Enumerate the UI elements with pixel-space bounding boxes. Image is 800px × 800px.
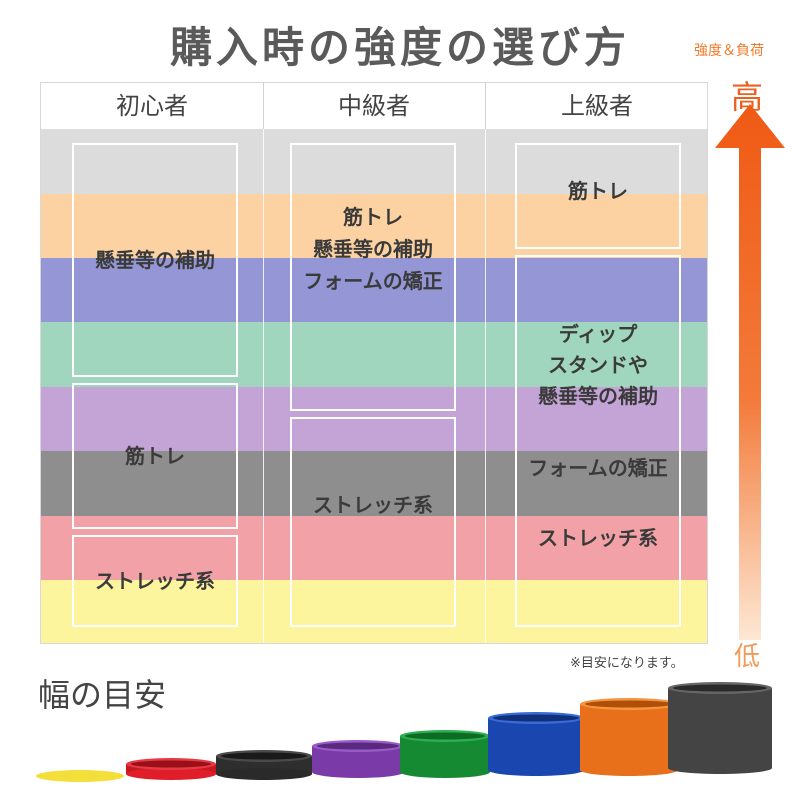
column-header-advanced: 上級者 <box>561 92 633 120</box>
header-divider <box>485 83 486 129</box>
beginner-assist-box: 懸垂等の補助 <box>72 143 238 377</box>
header-divider <box>263 83 264 129</box>
band-black-icon <box>216 750 312 780</box>
advanced-stretch-label: ストレッチ系 <box>538 526 658 550</box>
intermediate-stretch-box: ストレッチ系 <box>290 417 456 627</box>
box-label: 懸垂等の補助 <box>95 248 215 272</box>
band-row-6 <box>41 451 707 516</box>
box-label: スタンドや <box>548 353 648 377</box>
box-label: 懸垂等の補助 <box>538 384 658 408</box>
band-width-illustration <box>36 682 772 782</box>
width-guide-title: 幅の目安 <box>38 676 167 714</box>
intermediate-training-box: 筋トレ 懸垂等の補助 フォームの矯正 <box>290 143 456 411</box>
band-row-8 <box>41 580 707 643</box>
beginner-stretch-box: ストレッチ系 <box>72 535 238 627</box>
low-intensity-label: 低 <box>734 642 761 672</box>
box-label: ディップ <box>558 322 638 346</box>
beginner-training-box: 筋トレ <box>72 383 238 529</box>
column-header-intermediate: 中級者 <box>338 92 410 120</box>
table-header-row: 初心者 中級者 上級者 <box>41 83 707 130</box>
band-red-icon <box>126 758 216 780</box>
note-text: ※目安になります。 <box>570 656 684 671</box>
band-row-1 <box>41 129 707 194</box>
page-title: 購入時の強度の選び方 <box>169 23 630 72</box>
intensity-arrow-icon <box>715 104 785 640</box>
advanced-assist-label: ディップ スタンドや 懸垂等の補助 <box>515 319 681 412</box>
box-label: ストレッチ系 <box>95 569 215 593</box>
band-dark-grey-icon <box>668 682 772 774</box>
box-label: 筋トレ <box>125 444 185 468</box>
band-yellow-icon <box>36 770 124 782</box>
band-blue-icon <box>488 712 584 776</box>
box-label: フォームの矯正 <box>303 269 443 293</box>
band-green-icon <box>400 730 490 778</box>
band-row-7 <box>41 516 707 580</box>
band-row-3 <box>41 258 707 322</box>
box-label: 筋トレ <box>343 205 403 229</box>
column-divider <box>485 129 486 643</box>
column-header-beginner: 初心者 <box>116 92 188 120</box>
box-label: 筋トレ <box>568 179 628 203</box>
advanced-assist-box <box>515 255 681 627</box>
strength-table: 初心者 中級者 上級者 懸垂等の補助 筋トレ ストレッチ系 筋トレ 懸垂等の補助… <box>40 82 708 644</box>
box-label: ストレッチ系 <box>313 493 433 517</box>
box-label: 懸垂等の補助 <box>313 237 433 261</box>
band-orange-icon <box>580 698 678 776</box>
intensity-caption: 強度＆負荷 <box>694 43 764 59</box>
band-row-5 <box>41 387 707 451</box>
band-purple-icon <box>312 740 404 778</box>
column-divider <box>263 129 264 643</box>
advanced-training-box: 筋トレ <box>515 143 681 249</box>
advanced-form-label: フォームの矯正 <box>528 456 668 480</box>
